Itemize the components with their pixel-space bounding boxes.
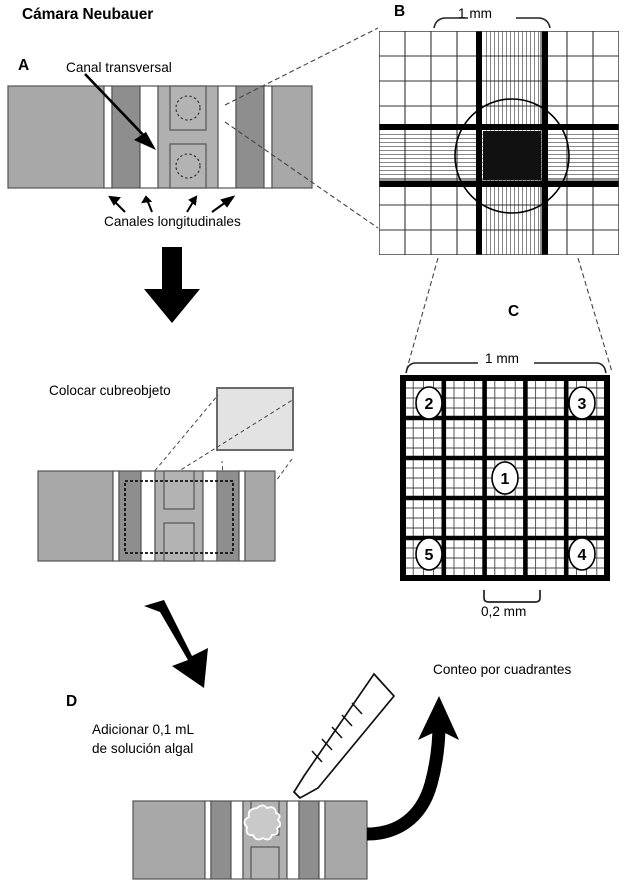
dimension-bracket-c-top [405, 362, 607, 375]
quadrant-marker-3: 3 [568, 386, 596, 420]
dimension-bracket-b [433, 17, 551, 29]
panel-label-d: D [66, 693, 78, 710]
panel-a-chamber-diagram [7, 73, 313, 213]
leader-lines-a-to-b [224, 27, 379, 229]
figure-title: Cámara Neubauer [22, 6, 154, 23]
grid-c-block-lines [403, 378, 607, 578]
down-arrow-icon-1 [144, 247, 200, 323]
grid-b-fine-horizontal-right [567, 131, 619, 180]
longitudinal-channel-arrows [108, 195, 236, 213]
slide-body-mid [37, 470, 276, 562]
panel-label-a: A [18, 57, 30, 74]
quadrant-marker-3-label: 3 [578, 396, 587, 413]
slide-body-a [7, 85, 313, 189]
panel-d-chamber [132, 800, 368, 880]
transversal-channel-h-mid [163, 470, 195, 562]
grid-c-outer-border [400, 375, 610, 581]
quadrant-marker-1: 1 [491, 461, 519, 495]
panel-b-grid [379, 31, 619, 255]
quadrant-marker-4: 4 [568, 537, 596, 571]
dimension-label-c-02mm: 0,2 mm [481, 604, 527, 619]
transversal-channel-h [169, 85, 207, 189]
chamber-with-coverslip [37, 470, 276, 562]
quadrant-marker-2-label: 2 [425, 396, 434, 413]
grid-b-heavy-lines [379, 31, 619, 255]
quadrant-marker-5-label: 5 [425, 547, 434, 564]
dimension-bracket-c-bottom [483, 590, 541, 603]
algae-sample-icon [243, 804, 282, 841]
caption-canales-longitudinales: Canales longitudinales [104, 214, 241, 229]
panel-label-c: C [508, 303, 520, 320]
microscope-field-circle [454, 98, 570, 214]
dimension-label-c-1mm: 1 mm [485, 351, 519, 366]
grid-b-fine-vertical-top [483, 31, 541, 131]
pipette-icon [292, 672, 396, 800]
pointer-arrow-icon [84, 73, 156, 150]
caption-colocar-cubreobjeto: Colocar cubreobjeto [49, 383, 171, 398]
caption-conteo-por-cuadrantes: Conteo por cuadrantes [433, 662, 572, 677]
down-arrow-icon-2 [144, 600, 208, 688]
quadrant-marker-1-label: 1 [501, 471, 510, 488]
panel-c-counting-grid: 1 2 3 4 5 [398, 373, 612, 583]
dimension-label-b-1mm: 1 mm [458, 6, 492, 21]
quadrant-marker-5: 5 [415, 537, 443, 571]
leader-lines-b-to-c [405, 257, 613, 373]
slide-body-d [132, 800, 368, 880]
caption-adicionar-line2: de solución algal [92, 741, 194, 756]
pipette-graduations [311, 702, 363, 763]
quadrant-marker-2: 2 [415, 386, 443, 420]
grid-b-center-fine-block [483, 131, 541, 180]
quadrant-marker-4-label: 4 [578, 547, 587, 564]
caption-adicionar-line1: Adicionar 0,1 mL [92, 722, 195, 737]
grid-b-fine-horizontal-left [379, 131, 457, 180]
curved-up-arrow-icon [366, 696, 459, 841]
panel-label-b: B [394, 3, 406, 20]
caption-canal-transversal: Canal transversal [66, 60, 172, 75]
